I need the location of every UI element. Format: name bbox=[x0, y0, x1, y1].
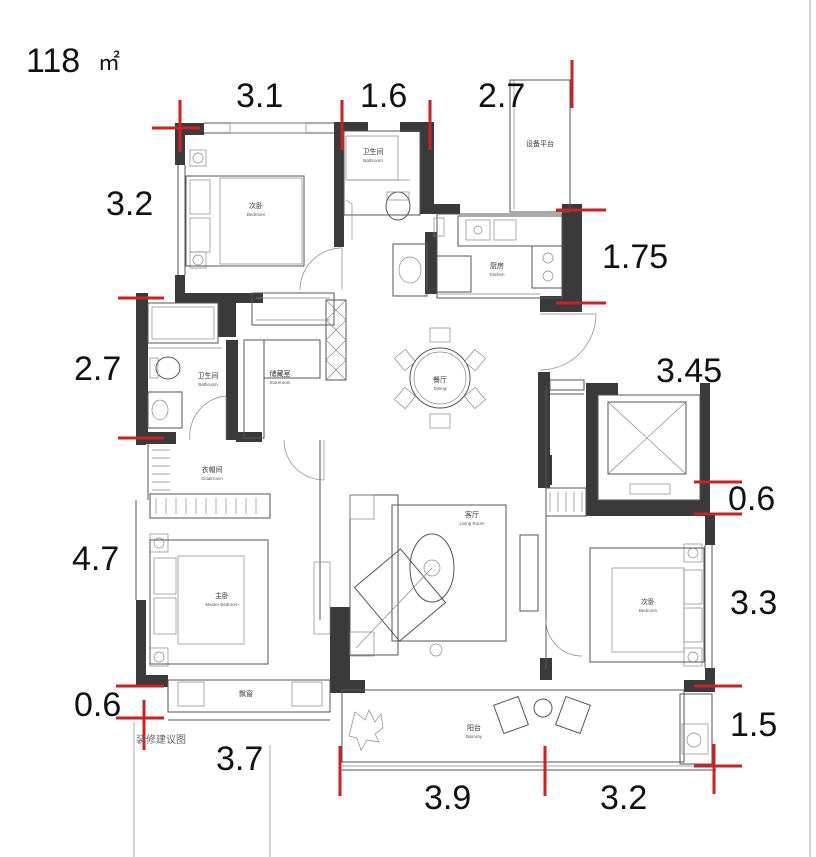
dim-left-5: 3.7 bbox=[216, 740, 263, 778]
area-unit: ㎡ bbox=[98, 50, 120, 76]
label-bay-window: 飘窗 bbox=[239, 689, 253, 698]
label-master-en: Master Bedroom bbox=[205, 602, 239, 607]
label-kitchen: 厨房 bbox=[490, 261, 504, 270]
area-label: 118 ㎡ bbox=[26, 42, 120, 80]
label-storeroom-en: Storeroom bbox=[269, 380, 290, 385]
dim-left-1: 3.2 bbox=[106, 185, 153, 223]
area-value: 118 bbox=[26, 42, 80, 80]
dim-right-1: 1.75 bbox=[602, 238, 668, 276]
label-living-en: Living Room bbox=[459, 521, 484, 526]
background-lines bbox=[133, 0, 811, 857]
label-bathroom-n-en: Bathroom bbox=[363, 158, 383, 163]
room-labels: 次卧 Bedroom 卫生间 Bathroom 设备平台 厨房 Kitchen … bbox=[198, 139, 658, 739]
label-balcony: 阳台 bbox=[467, 723, 481, 732]
label-living: 客厅 bbox=[465, 510, 479, 519]
dim-bottom-1: 3.9 bbox=[424, 779, 471, 817]
dimension-markers bbox=[116, 60, 742, 796]
label-equipment: 设备平台 bbox=[526, 139, 554, 148]
label-bedroom-nw: 次卧 bbox=[249, 201, 263, 210]
dim-right-3: 0.6 bbox=[728, 480, 775, 518]
label-bathroom-w: 卫生间 bbox=[198, 371, 219, 380]
room-outlines bbox=[135, 79, 716, 771]
dim-right-5: 1.5 bbox=[730, 706, 777, 744]
label-bedroom-e-en: Bedroom bbox=[639, 608, 658, 613]
dim-right-2: 3.45 bbox=[656, 352, 722, 390]
label-cloakroom-en: Cloakroom bbox=[201, 476, 223, 481]
dim-left-2: 2.7 bbox=[74, 350, 121, 388]
dim-bottom-2: 3.2 bbox=[600, 779, 647, 817]
caption-note: 装修建议图 bbox=[136, 733, 186, 746]
dim-top-2: 1.6 bbox=[360, 77, 407, 115]
label-storeroom: 储藏室 bbox=[270, 369, 291, 378]
dim-top-3: 2.7 bbox=[478, 77, 525, 115]
label-kitchen-en: Kitchen bbox=[489, 272, 505, 277]
label-dining-en: Dining bbox=[434, 386, 447, 391]
label-bedroom-e: 次卧 bbox=[641, 597, 655, 606]
dim-left-3: 4.7 bbox=[72, 540, 119, 578]
walls bbox=[136, 122, 715, 693]
dim-left-4: 0.6 bbox=[74, 686, 121, 724]
label-dining: 餐厅 bbox=[433, 375, 447, 384]
label-master: 主卧 bbox=[215, 591, 229, 600]
label-balcony-en: Balcony bbox=[466, 734, 483, 739]
label-cloakroom: 衣帽间 bbox=[202, 465, 223, 474]
label-bathroom-w-en: Bathroom bbox=[198, 382, 218, 387]
dim-right-4: 3.3 bbox=[730, 584, 777, 622]
label-bedroom-nw-en: Bedroom bbox=[247, 212, 266, 217]
dimension-labels: 3.1 1.6 2.7 3.2 2.7 4.7 0.6 3.7 1.75 3.4… bbox=[72, 77, 777, 817]
label-bathroom-n: 卫生间 bbox=[363, 147, 384, 156]
dim-top-1: 3.1 bbox=[236, 77, 283, 115]
